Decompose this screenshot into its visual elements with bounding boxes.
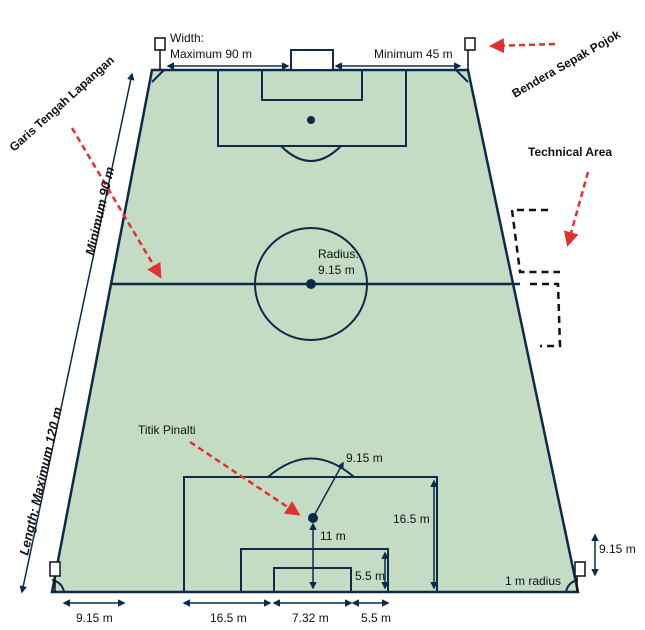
length-dimension-line bbox=[19, 72, 135, 594]
centre-spot bbox=[306, 279, 316, 289]
width-min-label: Minimum 45 m bbox=[374, 47, 453, 61]
corner-flag-bottom-right bbox=[574, 561, 586, 592]
bottom-penalty-width-label: 16.5 m bbox=[210, 611, 247, 625]
arc-radius-line bbox=[314, 461, 344, 515]
arc-radius-label: 9.15 m bbox=[346, 451, 383, 465]
goal-area-depth-label: 5.5 m bbox=[355, 569, 385, 583]
length-max-label: Length: Maximum 120 m bbox=[16, 405, 65, 557]
corner-flag-top-left bbox=[154, 37, 166, 70]
top-penalty-spot bbox=[307, 116, 315, 124]
penalty-spot-label: Titik Pinalti bbox=[138, 423, 196, 437]
technical-area-label: Technical Area bbox=[528, 145, 612, 159]
width-title: Width: bbox=[170, 31, 204, 45]
top-penalty-arc bbox=[280, 145, 342, 162]
top-goal-area bbox=[261, 70, 363, 101]
radius-title: Radius: bbox=[318, 247, 359, 261]
corner-flag-label: Bendera Sepak Pojok bbox=[510, 27, 624, 101]
top-goal bbox=[290, 49, 334, 71]
bottom-penalty-spot bbox=[308, 513, 318, 523]
width-max-label: Maximum 90 m bbox=[170, 47, 252, 61]
bottom-penalty-arc bbox=[267, 457, 355, 478]
bottom-goal-area-label: 5.5 m bbox=[361, 611, 391, 625]
technical-area bbox=[510, 208, 562, 348]
halfway-line-label: Garis Tengah Lapangan bbox=[7, 53, 117, 154]
corner-radius-label: 1 m radius bbox=[505, 574, 561, 588]
top-penalty-area bbox=[217, 70, 407, 147]
bottom-goal-width-label: 7.32 m bbox=[292, 611, 329, 625]
penalty-distance-label: 11 m bbox=[320, 529, 346, 543]
bottom-corner-dist-label: 9.15 m bbox=[76, 611, 113, 625]
corner-flag-top-right bbox=[464, 37, 476, 70]
radius-value: 9.15 m bbox=[318, 263, 355, 277]
corner-arc-top-right bbox=[455, 69, 469, 83]
centre-circle bbox=[254, 227, 368, 341]
arrow-corner-flag bbox=[489, 38, 556, 54]
arrow-penalty-spot bbox=[189, 440, 301, 516]
arrow-technical-area bbox=[563, 171, 590, 247]
penalty-depth-label: 16.5 m bbox=[393, 512, 430, 526]
arrow-halfway-line bbox=[70, 127, 162, 279]
corner-arc-top-left bbox=[151, 69, 165, 83]
length-min-label: Minimum 90 m bbox=[82, 165, 117, 257]
corner-distance-label: 9.15 m bbox=[599, 542, 636, 556]
